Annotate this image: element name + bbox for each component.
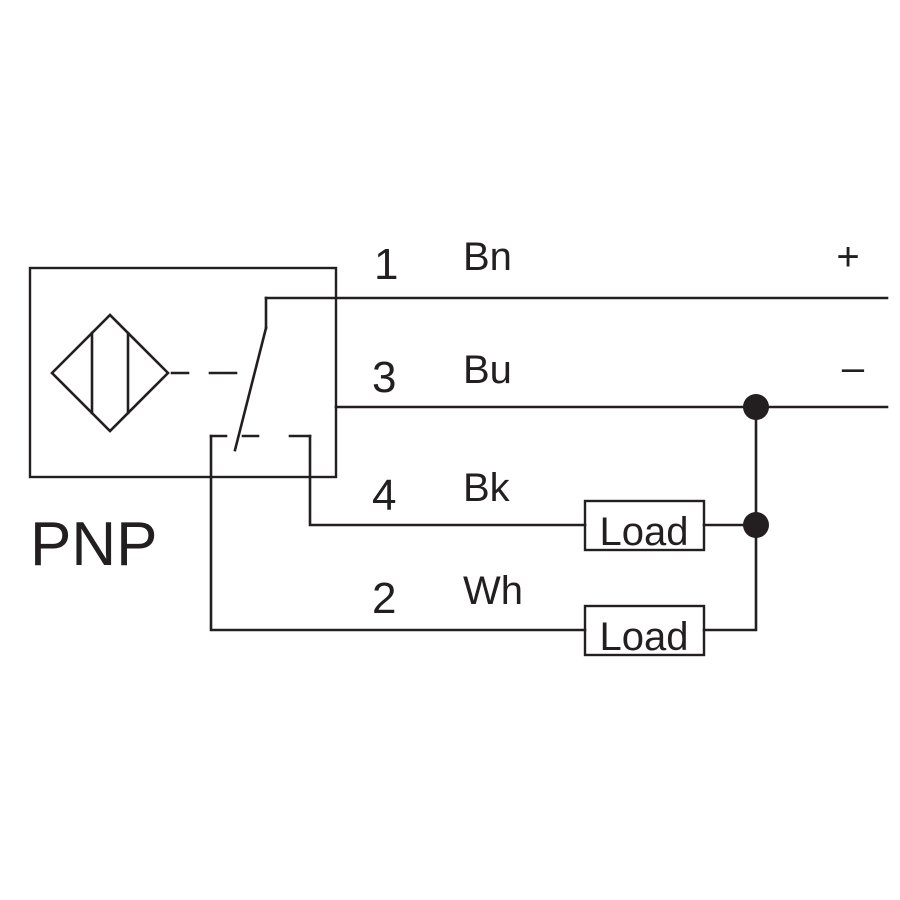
pin-number-1: 1 [374,240,398,289]
load-label-2: Load [600,615,689,659]
junction-dot-upper [743,394,769,420]
pin-number-3: 3 [372,353,396,402]
polarity-minus: – [842,346,865,390]
sensor-housing [28,266,338,479]
color-code-bu: Bu [463,348,512,392]
junction-dot-lower [743,512,769,538]
sensor-type-label: PNP [30,510,157,579]
load-box-2: Load [583,604,706,659]
load-box-1: Load [583,499,706,554]
switch-contact [209,296,312,452]
inductive-sensor-icon [50,313,170,433]
wire-2-load-return [702,405,758,632]
color-code-bk: Bk [463,466,511,510]
pin-number-2: 2 [372,574,396,623]
load-label-1: Load [600,510,689,554]
wire-4-black [308,434,587,527]
color-code-bn: Bn [463,235,512,279]
polarity-plus: + [836,235,859,279]
color-code-wh: Wh [463,569,523,613]
wire-2-white [209,434,587,632]
pin-number-4: 4 [372,471,396,520]
